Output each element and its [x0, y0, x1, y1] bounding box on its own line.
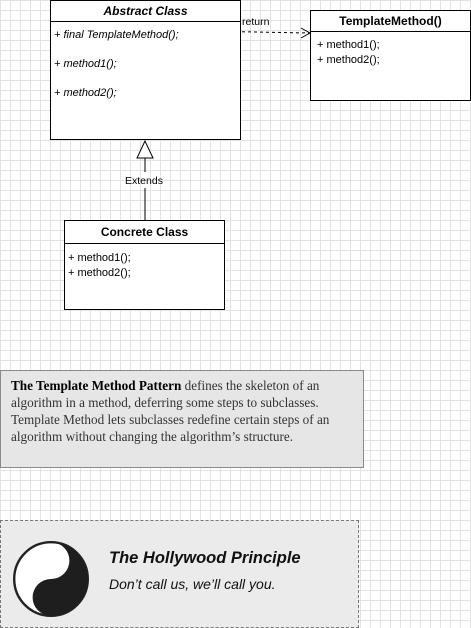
concrete-member-method1: + method1(); — [68, 252, 131, 264]
template-method-members: + method1(); + method2(); — [311, 32, 470, 68]
abstract-member-template-method: + final TemplateMethod(); — [54, 29, 179, 41]
note-pattern-name: The Template Method Pattern — [11, 378, 182, 393]
abstract-class-box: Abstract Class + final TemplateMethod();… — [50, 0, 241, 140]
template-method-name: TemplateMethod() — [311, 11, 470, 32]
template-method-box: TemplateMethod() + method1(); + method2(… — [310, 10, 471, 101]
abstract-member-method1: + method1(); — [54, 58, 117, 70]
abstract-member-method2: + method2(); — [54, 87, 117, 99]
return-label: return — [242, 16, 270, 28]
concrete-class-name: Concrete Class — [65, 221, 224, 244]
concrete-member-method2: + method2(); — [68, 267, 131, 279]
concrete-class-members: + method1(); + method2(); — [65, 244, 224, 281]
hollywood-principle-panel: The Hollywood Principle Don’t call us, w… — [0, 520, 359, 628]
abstract-class-members: + final TemplateMethod(); + method1(); +… — [51, 22, 240, 114]
extends-arrowhead — [136, 139, 154, 159]
note-definition-text: defines the skeleton of an algorithm in … — [11, 378, 330, 444]
template-member-method2: + method2(); — [317, 54, 380, 66]
principle-title: The Hollywood Principle — [109, 549, 301, 567]
abstract-class-name: Abstract Class — [51, 1, 240, 22]
principle-subtitle: Don’t call us, we’ll call you. — [109, 576, 276, 592]
template-member-method1: + method1(); — [317, 39, 380, 51]
extends-label: Extends — [125, 175, 163, 187]
pattern-definition-note: The Template Method Pattern defines the … — [0, 370, 364, 468]
concrete-class-box: Concrete Class + method1(); + method2(); — [64, 220, 225, 310]
yin-yang-icon — [12, 541, 89, 617]
